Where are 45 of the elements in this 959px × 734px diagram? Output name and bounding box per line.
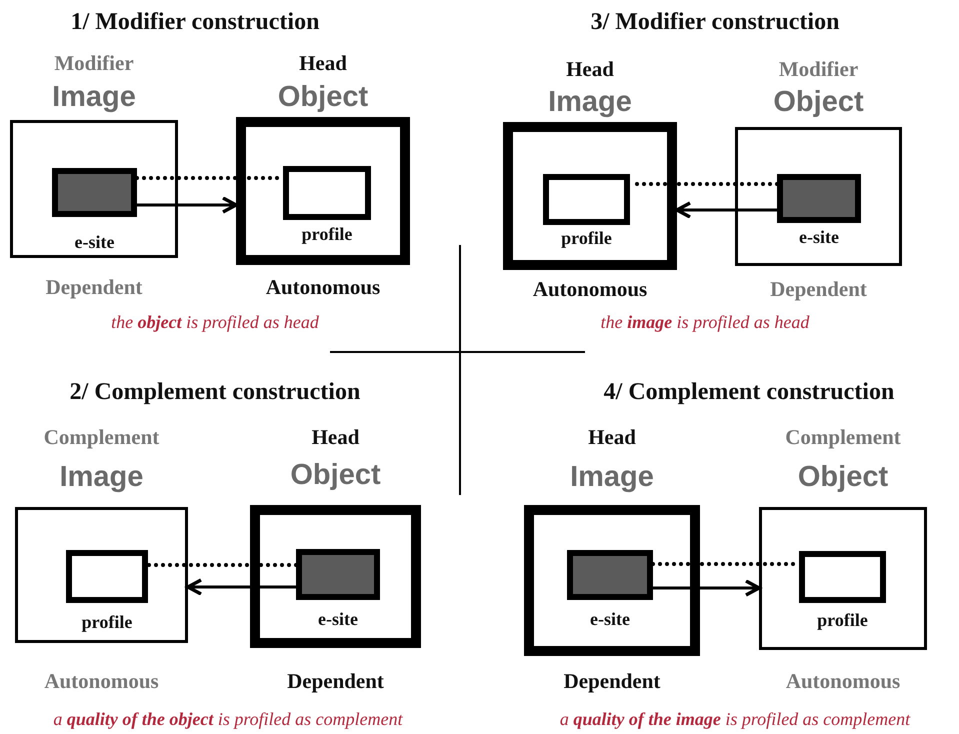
status-label: Dependent	[46, 274, 142, 300]
entity-label: Object	[290, 458, 381, 492]
role-label: Head	[566, 56, 614, 82]
inner-label: e-site	[318, 608, 358, 630]
dotted-line	[146, 563, 298, 567]
role-label: Modifier	[778, 56, 858, 82]
caption-text: the object is profiled as head	[111, 312, 319, 332]
status-label: Dependent	[564, 668, 660, 694]
role-label: Head	[312, 424, 360, 450]
section-title: 1/ Modifier construction	[70, 8, 320, 36]
section-title: 3/ Modifier construction	[590, 8, 840, 36]
caption-text: the image is profiled as head	[600, 312, 810, 332]
entity-label: Object	[798, 460, 888, 494]
arrow	[186, 578, 296, 596]
inner-label: profile	[561, 228, 612, 248]
role-label: Modifier	[54, 50, 134, 76]
role-label: Head	[588, 424, 636, 450]
caption-text: a quality of the image is profiled as complement	[560, 708, 910, 730]
entity-label: Image	[570, 460, 654, 494]
inner-label: e-site	[74, 232, 114, 252]
role-label: Head	[299, 50, 347, 76]
caption-text: a quality of the object is profiled as complement	[53, 708, 403, 730]
inner-label: e-site	[590, 608, 630, 630]
status-label: Dependent	[770, 276, 867, 302]
inner-label: profile	[302, 224, 352, 244]
inner-label: profile	[82, 612, 132, 632]
status-label: Autonomous	[532, 276, 648, 302]
inner-label: profile	[817, 610, 868, 630]
arrow	[137, 196, 238, 214]
section-title: 4/ Complement construction	[604, 378, 894, 406]
role-label: Complement	[44, 424, 160, 450]
arrow	[675, 201, 777, 219]
entity-label: Object	[773, 86, 864, 118]
status-label: Autonomous	[786, 668, 900, 694]
status-label: Dependent	[287, 668, 384, 694]
entity-label: Image	[60, 460, 144, 494]
inner-label: e-site	[799, 226, 839, 248]
entity-label: Image	[548, 86, 632, 118]
status-label: Autonomous	[266, 274, 380, 300]
status-label: Autonomous	[44, 668, 159, 694]
arrow	[653, 579, 761, 597]
entity-label: Object	[278, 80, 368, 114]
entity-label: Image	[52, 80, 136, 114]
section-title: 2/ Complement construction	[70, 378, 360, 406]
role-label: Complement	[785, 424, 901, 450]
